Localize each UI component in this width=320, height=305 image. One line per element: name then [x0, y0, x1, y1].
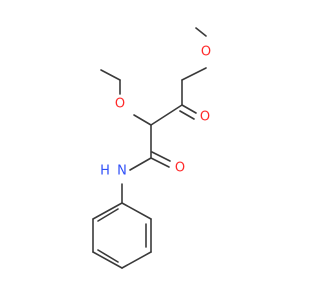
- atom-n-hydrogen: H: [99, 163, 111, 179]
- svg-text:N: N: [117, 164, 127, 179]
- atom-o-methoxy-mid: O: [113, 96, 127, 112]
- svg-text:O: O: [200, 110, 210, 125]
- bond-c1-n: [129, 157, 152, 171]
- bond-c3-c2: [150, 104, 183, 126]
- molecule-structure: O O O O N H: [92, 27, 213, 269]
- bond-amide-co-1: [150, 157, 170, 168]
- bond-ch3-mid-end: [100, 69, 121, 81]
- structure-canvas: O O O O N H: [92, 27, 213, 269]
- svg-text:O: O: [175, 161, 185, 176]
- svg-text:O: O: [201, 45, 211, 60]
- bond-ch3-o-top: [195, 27, 207, 37]
- phenyl-ring: [92, 202, 152, 269]
- svg-text:O: O: [115, 97, 125, 112]
- bond-c2-o-mid: [133, 114, 152, 126]
- bond-ketone-2: [179, 110, 195, 120]
- atom-o-methoxy-top: O: [199, 44, 213, 60]
- atom-o-amide: O: [173, 160, 187, 176]
- bond-ketone-1: [181, 104, 197, 114]
- bond-o-ch2-top: [181, 67, 207, 81]
- bond-amide-co-2: [151, 151, 171, 162]
- atom-n-amide: N: [115, 163, 129, 179]
- atom-o-ketone: O: [198, 109, 212, 125]
- svg-text:H: H: [100, 164, 110, 179]
